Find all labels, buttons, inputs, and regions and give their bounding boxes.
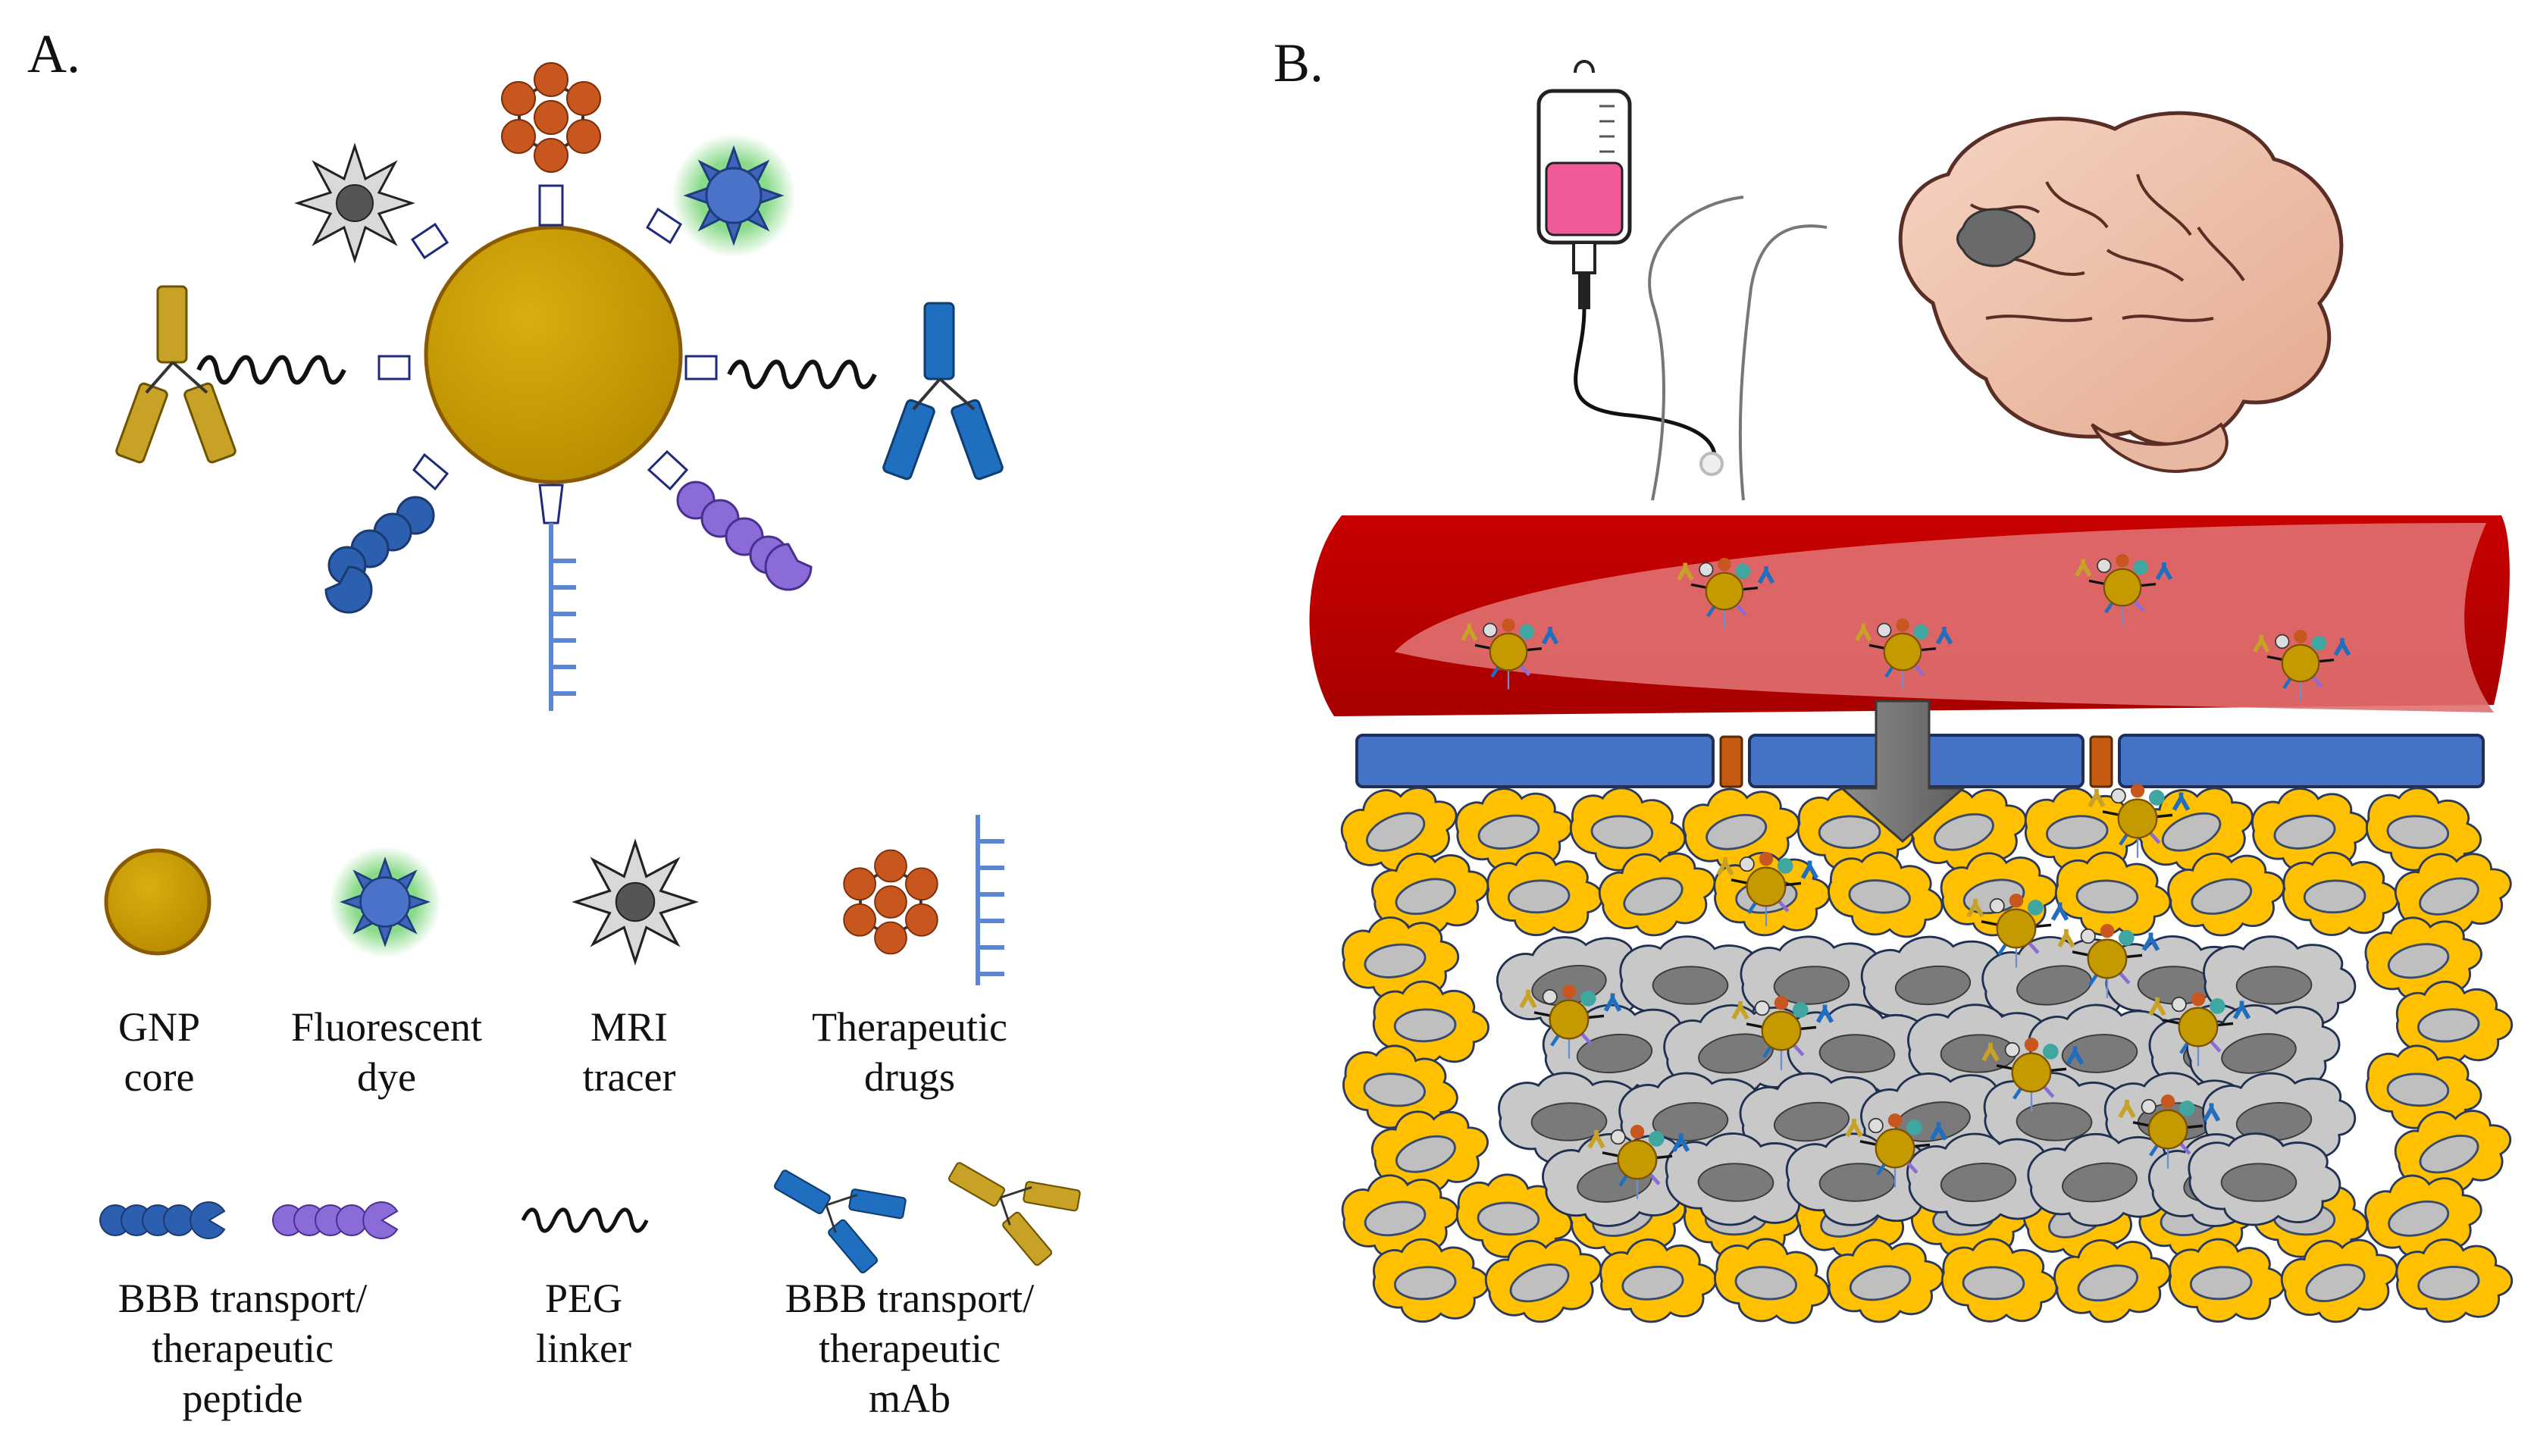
- arm-icon: [1648, 196, 1828, 501]
- drug-ring-icon: [500, 61, 602, 174]
- fluorescent-dye-icon: [670, 132, 797, 259]
- legend-peptide-purple-icon: [272, 1201, 399, 1239]
- tumor-cells: [1492, 925, 2359, 1235]
- legend-peg-icon: [523, 1210, 647, 1231]
- comb-icon: [549, 523, 576, 711]
- legend-dye-icon: [327, 844, 443, 960]
- peg-linker-icon: [729, 362, 875, 387]
- peg-linker-icon: [199, 358, 344, 383]
- panel-b-label: B.: [1273, 33, 1324, 93]
- legend-gnp-icon: [104, 848, 211, 956]
- legend-mri-icon: [574, 841, 697, 963]
- antibody-blue-icon: [881, 302, 1005, 482]
- gnp-linkers: [377, 189, 718, 524]
- peptide-blue-icon: [324, 496, 435, 614]
- bbb-layer: [1355, 734, 2485, 788]
- legend-comb-icon: [976, 815, 1004, 985]
- astrocyte-cell-icon: [2395, 1237, 2514, 1324]
- drug-linker: [538, 184, 564, 227]
- gnp-core-icon: [424, 225, 683, 484]
- brain-icon: [1898, 111, 2344, 473]
- astrocyte-cell-icon: [1599, 1238, 1718, 1323]
- arrow-down-icon: [1839, 700, 1966, 843]
- mri-tracer-icon: [296, 145, 413, 261]
- peptide-purple-icon: [676, 481, 813, 591]
- astrocyte-cell-icon: [2251, 786, 2370, 873]
- legend-mab-gold-icon: [931, 1129, 1088, 1271]
- iv-bag-icon: [1536, 60, 1717, 469]
- legend-drug-icon: [842, 848, 939, 956]
- astrocyte-cell-icon: [1454, 785, 1575, 874]
- legend-peptide-blue-icon: [99, 1201, 226, 1239]
- legend-mab-blue-icon: [756, 1137, 913, 1279]
- panel-a-label: A.: [27, 23, 80, 84]
- blood-vessel-icon: [1309, 515, 2510, 716]
